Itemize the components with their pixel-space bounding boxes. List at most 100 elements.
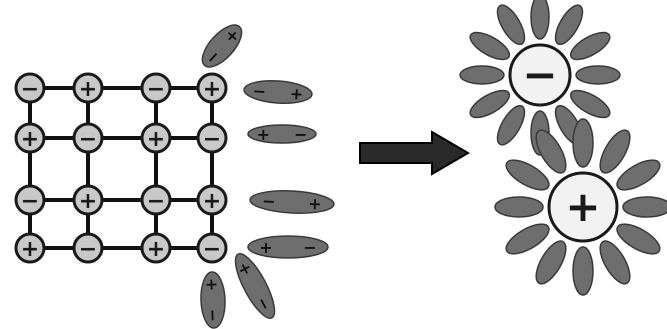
water-molecule-body: [505, 159, 550, 191]
lattice-ion: +: [72, 72, 104, 104]
water-molecule-body: [616, 159, 661, 191]
lattice-ion: −: [72, 232, 104, 264]
lattice-ion: +: [196, 184, 228, 216]
dipole-charge-label: −: [262, 191, 276, 211]
lattice-ion: −: [140, 72, 172, 104]
dipole-charge-label: +: [259, 238, 272, 257]
ion-charge-label: +: [147, 237, 165, 262]
ion-circle: [508, 43, 572, 107]
ion-charge-label: +: [21, 127, 39, 152]
ion-charge-label: +: [21, 237, 39, 262]
water-molecules: −+−++−−++−+−+−: [200, 24, 335, 329]
water-molecule-body: [243, 80, 313, 104]
water-dipole: +−: [234, 253, 276, 319]
ion-charge-label: −: [147, 77, 165, 102]
lattice-ion: −: [14, 72, 46, 104]
ion-circle: [72, 232, 104, 264]
ion-charge-label: +: [203, 77, 221, 102]
lattice-ion: −: [72, 122, 104, 154]
water-molecule-body: [201, 24, 243, 68]
ion-circle: [14, 184, 46, 216]
ion-charge-label: +: [79, 77, 97, 102]
hydrated-ion: +: [494, 118, 667, 296]
dipole-charge-label: −: [252, 81, 267, 101]
water-molecule-body: [469, 31, 511, 61]
ion-charge-label: +: [565, 182, 600, 231]
lattice-ion: −: [14, 184, 46, 216]
water-molecule-body: [459, 65, 505, 85]
water-dipole: +−: [200, 271, 226, 329]
water-molecule-body: [469, 89, 511, 119]
ion-circle: [196, 184, 228, 216]
dipole-charge-label: +: [289, 84, 304, 104]
water-dipole: −+: [249, 190, 335, 214]
dipole-charge-label: +: [202, 278, 221, 292]
water-molecule-body: [234, 253, 276, 319]
ion-circle: [140, 184, 172, 216]
ion-circle: [196, 72, 228, 104]
water-molecule-body: [599, 240, 631, 285]
water-molecule-body: [575, 65, 621, 85]
lattice-ion: +: [72, 184, 104, 216]
water-molecule-body: [616, 223, 661, 255]
ion-charge-label: −: [522, 50, 557, 99]
dipole-charge-label: +: [257, 125, 270, 144]
ion-charge-label: −: [203, 127, 221, 152]
ion-circle: [14, 232, 46, 264]
water-molecule-body: [247, 235, 329, 259]
dipole-charge-label: +: [308, 194, 322, 214]
water-dipole: −+: [243, 80, 313, 104]
ion-circle: [72, 122, 104, 154]
water-molecule-body: [572, 118, 594, 168]
water-molecule-body: [200, 271, 226, 329]
ion-circle: [72, 184, 104, 216]
dipole-charge-label: −: [294, 125, 307, 144]
water-molecule-body: [569, 31, 611, 61]
ion-circle: [547, 171, 619, 243]
lattice-ion: −: [196, 232, 228, 264]
ion-charge-label: −: [79, 237, 97, 262]
dipole-charge-label: −: [303, 238, 316, 257]
ion-charge-label: −: [21, 77, 39, 102]
ion-charge-label: +: [79, 189, 97, 214]
lattice-ion: −: [140, 184, 172, 216]
dipole-charge-label: −: [203, 308, 222, 322]
water-molecule-body: [535, 129, 567, 174]
lattice-ion: +: [140, 122, 172, 154]
water-molecule-body: [599, 129, 631, 174]
ion-circle: [72, 72, 104, 104]
water-dipole: +−: [247, 124, 317, 144]
ion-circle: [14, 72, 46, 104]
lattice-ion: −: [196, 122, 228, 154]
lattice-ion: +: [14, 122, 46, 154]
water-molecule-body: [554, 4, 584, 46]
water-molecule-body: [496, 104, 526, 146]
water-molecule-body: [494, 196, 544, 218]
hydrated-ion: −: [459, 0, 621, 156]
water-dipole: −+: [201, 24, 243, 68]
ion-circle: [196, 232, 228, 264]
ion-charge-label: −: [147, 189, 165, 214]
water-molecule-body: [535, 240, 567, 285]
water-molecule-body: [496, 4, 526, 46]
ion-circle: [140, 122, 172, 154]
lattice-ion: +: [196, 72, 228, 104]
ionic-lattice: − + − + + − + − − + − + + − + −: [14, 72, 228, 264]
ion-charge-label: +: [203, 189, 221, 214]
water-molecule-body: [569, 89, 611, 119]
ion-charge-label: −: [203, 237, 221, 262]
ion-circle: [140, 72, 172, 104]
process-arrow: [359, 130, 470, 176]
ion-charge-label: −: [21, 189, 39, 214]
ion-charge-label: −: [79, 127, 97, 152]
water-molecule-body: [247, 124, 317, 144]
lattice-ion: +: [14, 232, 46, 264]
right-arrow-icon: [359, 130, 470, 176]
water-molecule-body: [622, 196, 667, 218]
water-dipole: +−: [247, 235, 329, 259]
lattice-ion: +: [140, 232, 172, 264]
ion-circle: [196, 122, 228, 154]
hydrated-ions: −+: [459, 0, 667, 296]
